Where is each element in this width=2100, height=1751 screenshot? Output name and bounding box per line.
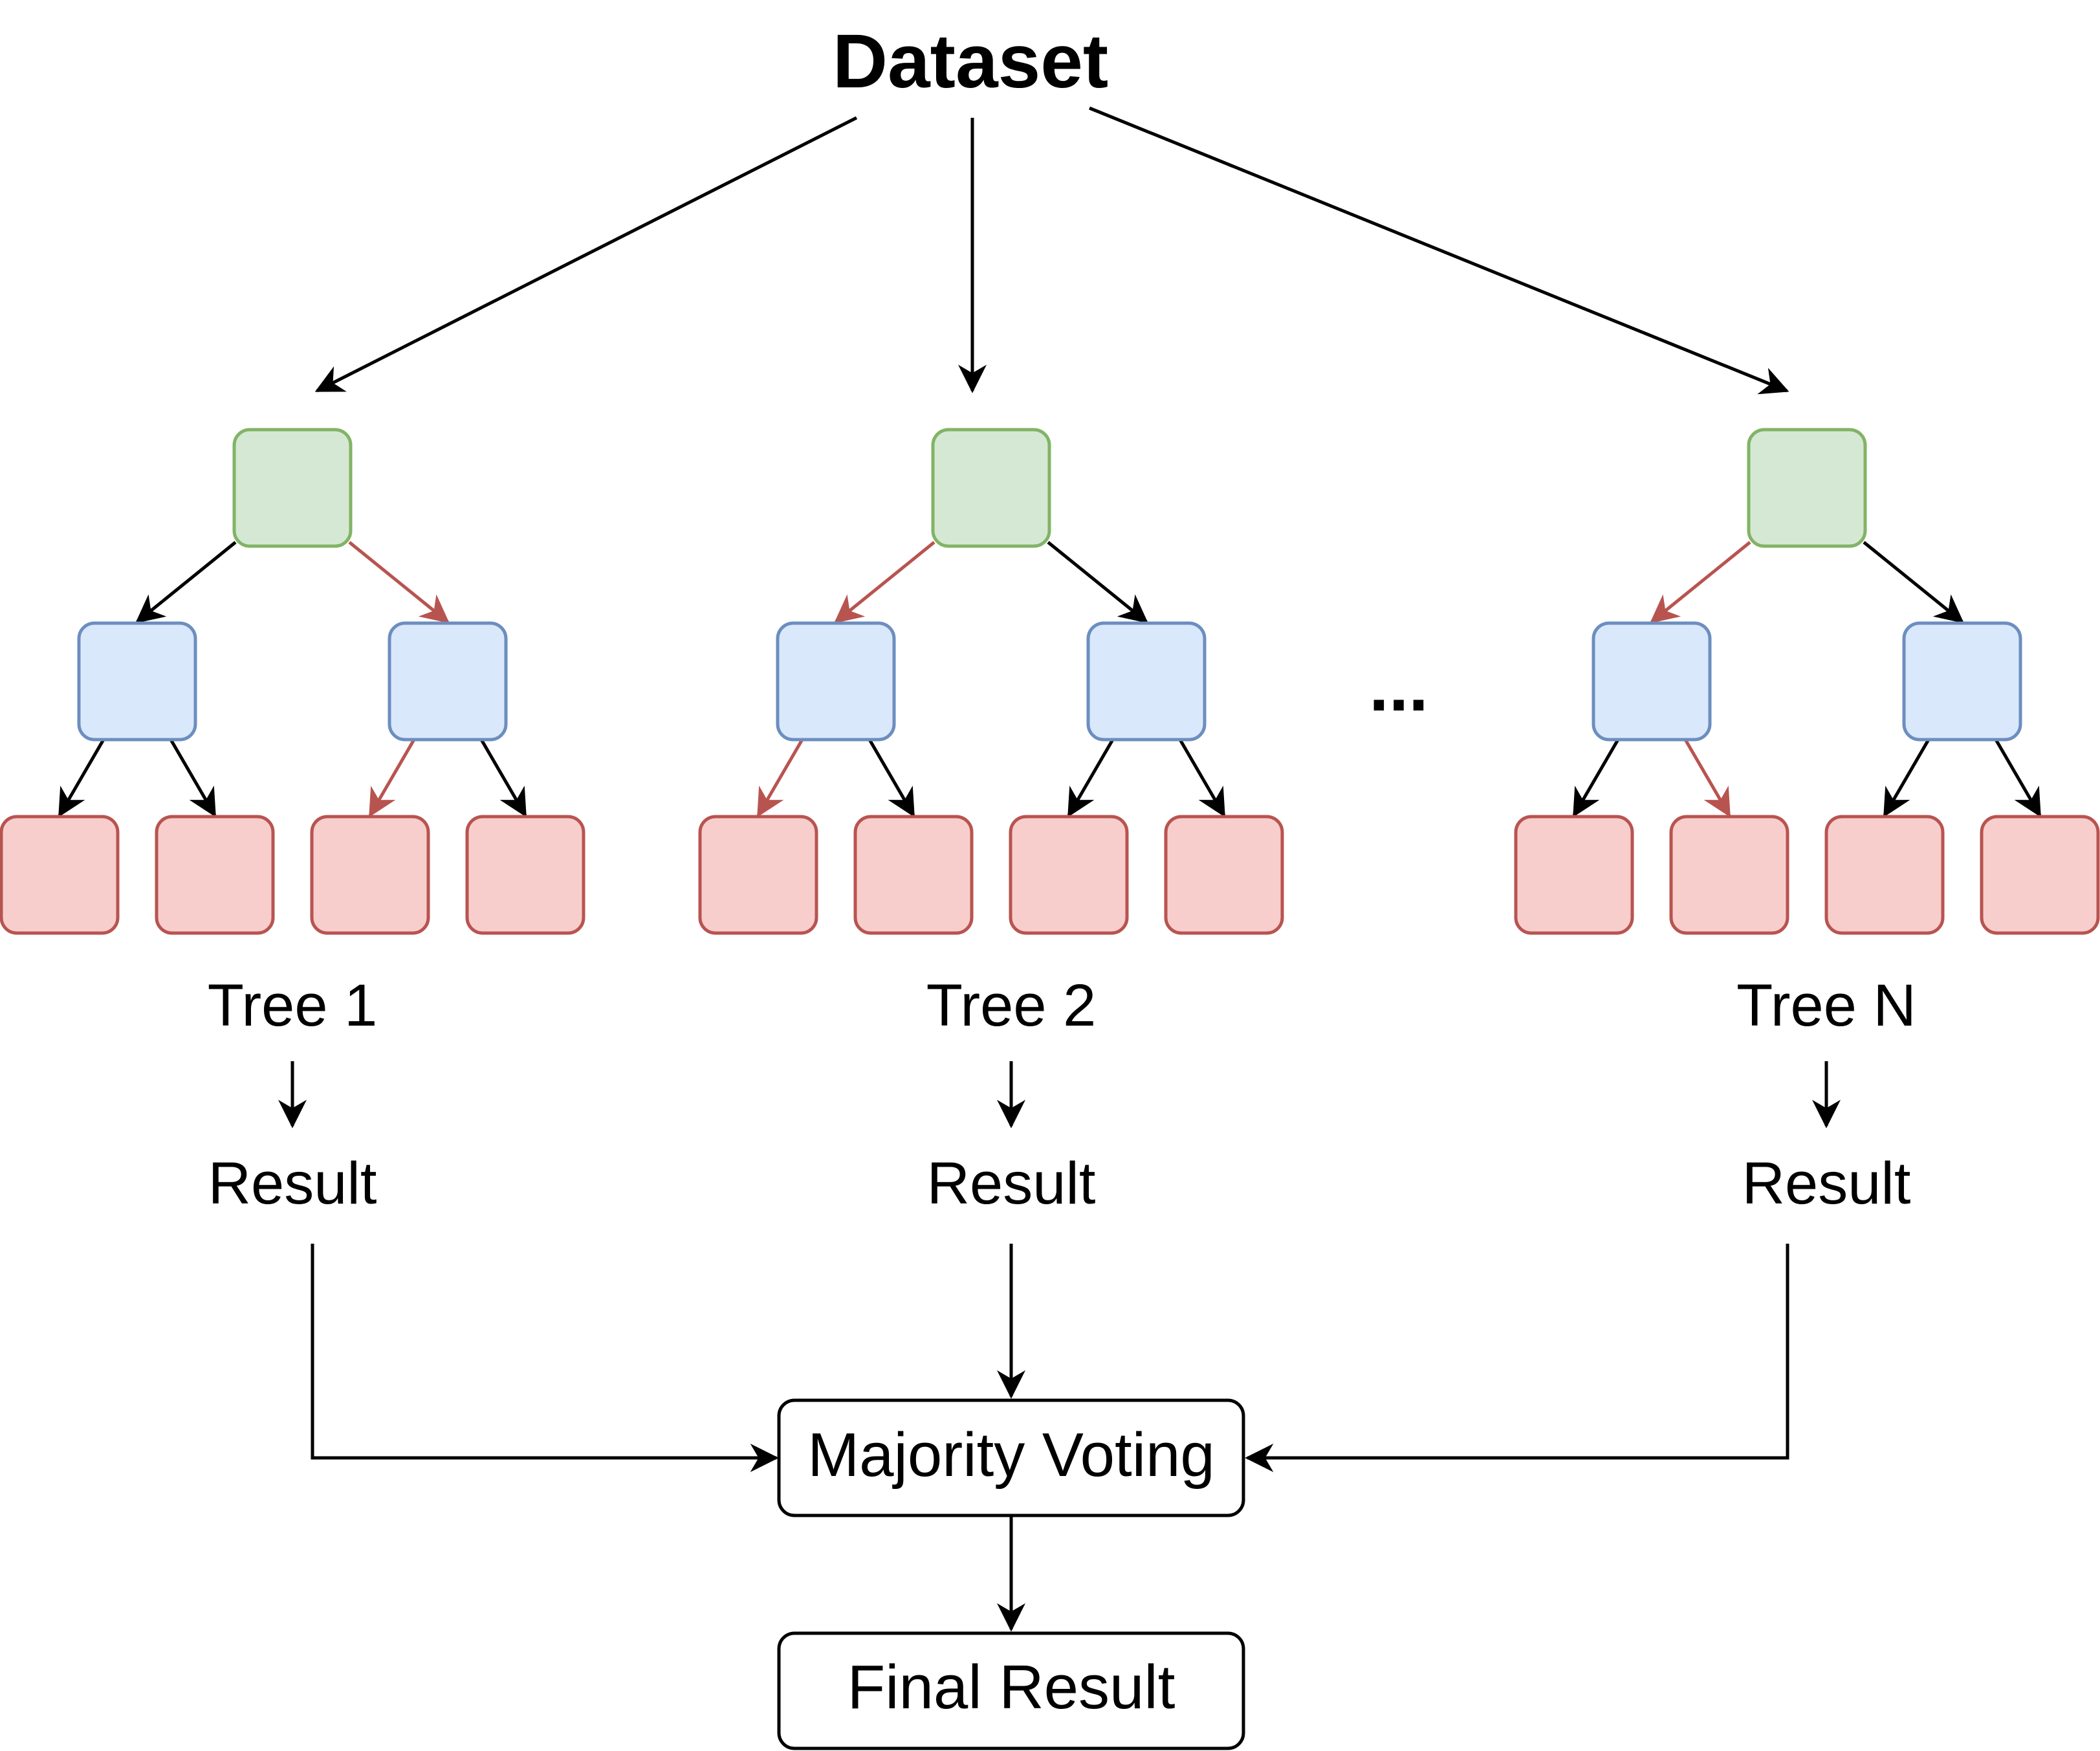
final-result-label: Final Result — [848, 1653, 1176, 1722]
edge-split-leaf-1 — [868, 738, 915, 818]
tree-label: Tree 1 — [208, 973, 377, 1039]
majority-voting-label: Majority Voting — [807, 1420, 1215, 1490]
dataset-edges — [314, 106, 1789, 395]
trees: Tree 1 Result Tree 2 Result Tree N Result — [0, 428, 2100, 1217]
edge-root-right — [1863, 541, 1964, 624]
edge-root-left — [1650, 541, 1751, 624]
result-1-to-voting — [311, 1244, 779, 1472]
leaf-node — [1164, 815, 1284, 935]
split-node — [1902, 621, 2022, 742]
edge-root-left — [834, 541, 935, 624]
tree-3: Tree N Result — [1514, 428, 2100, 1217]
dataset-title: Dataset — [833, 19, 1108, 104]
leaf-node — [155, 815, 275, 935]
leaf-node — [1514, 815, 1634, 935]
root-node — [931, 428, 1051, 548]
edge-root-left — [135, 541, 237, 624]
tree-label: Tree 2 — [926, 973, 1096, 1039]
leaf-node — [310, 815, 430, 935]
leaf-node — [1669, 815, 1789, 935]
leaf-node — [1009, 815, 1129, 935]
tree-1: Tree 1 Result — [0, 428, 585, 1217]
edge-root-right — [1047, 541, 1148, 624]
edge-split-leaf-0 — [756, 738, 804, 818]
result-n-to-voting — [1245, 1244, 1789, 1472]
edge-split-leaf-3 — [1994, 738, 2042, 818]
root-node — [1747, 428, 1867, 548]
result-label: Result — [927, 1151, 1096, 1217]
majority-voting-box: Majority Voting — [777, 1398, 1245, 1517]
root-node — [232, 428, 353, 548]
leaf-node — [465, 815, 585, 935]
ellipsis-label: ... — [1369, 646, 1428, 726]
edge-split-leaf-2 — [1067, 738, 1115, 818]
edge-split-leaf-2 — [368, 738, 416, 818]
leaf-node — [698, 815, 818, 935]
edge-split-leaf-1 — [1683, 738, 1731, 818]
result-edges — [311, 1244, 1789, 1632]
leaf-node — [1824, 815, 1945, 935]
result-label: Result — [208, 1151, 377, 1217]
split-node — [776, 621, 896, 742]
split-node — [388, 621, 508, 742]
final-result-box: Final Result — [777, 1631, 1245, 1750]
dataset-arrow-tree-n — [1089, 106, 1789, 395]
edge-split-leaf-0 — [1572, 738, 1620, 818]
leaf-node — [0, 815, 120, 935]
final-result-rect — [777, 1631, 1245, 1750]
tree-label: Tree N — [1736, 973, 1916, 1039]
leaf-node — [853, 815, 974, 935]
split-node — [77, 621, 197, 742]
edge-split-leaf-3 — [1178, 738, 1226, 818]
edge-root-right — [348, 541, 450, 624]
leaf-node — [1980, 815, 2100, 935]
tree-2: Tree 2 Result — [698, 428, 1284, 1217]
split-node — [1591, 621, 1712, 742]
split-node — [1086, 621, 1207, 742]
edge-split-leaf-0 — [58, 738, 105, 818]
result-label: Result — [1742, 1151, 1911, 1217]
majority-voting-rect — [777, 1398, 1245, 1517]
edge-split-leaf-2 — [1883, 738, 1930, 818]
edge-split-leaf-1 — [169, 738, 217, 818]
edge-split-leaf-3 — [479, 738, 527, 818]
dataset-arrow-tree-1 — [314, 116, 858, 393]
